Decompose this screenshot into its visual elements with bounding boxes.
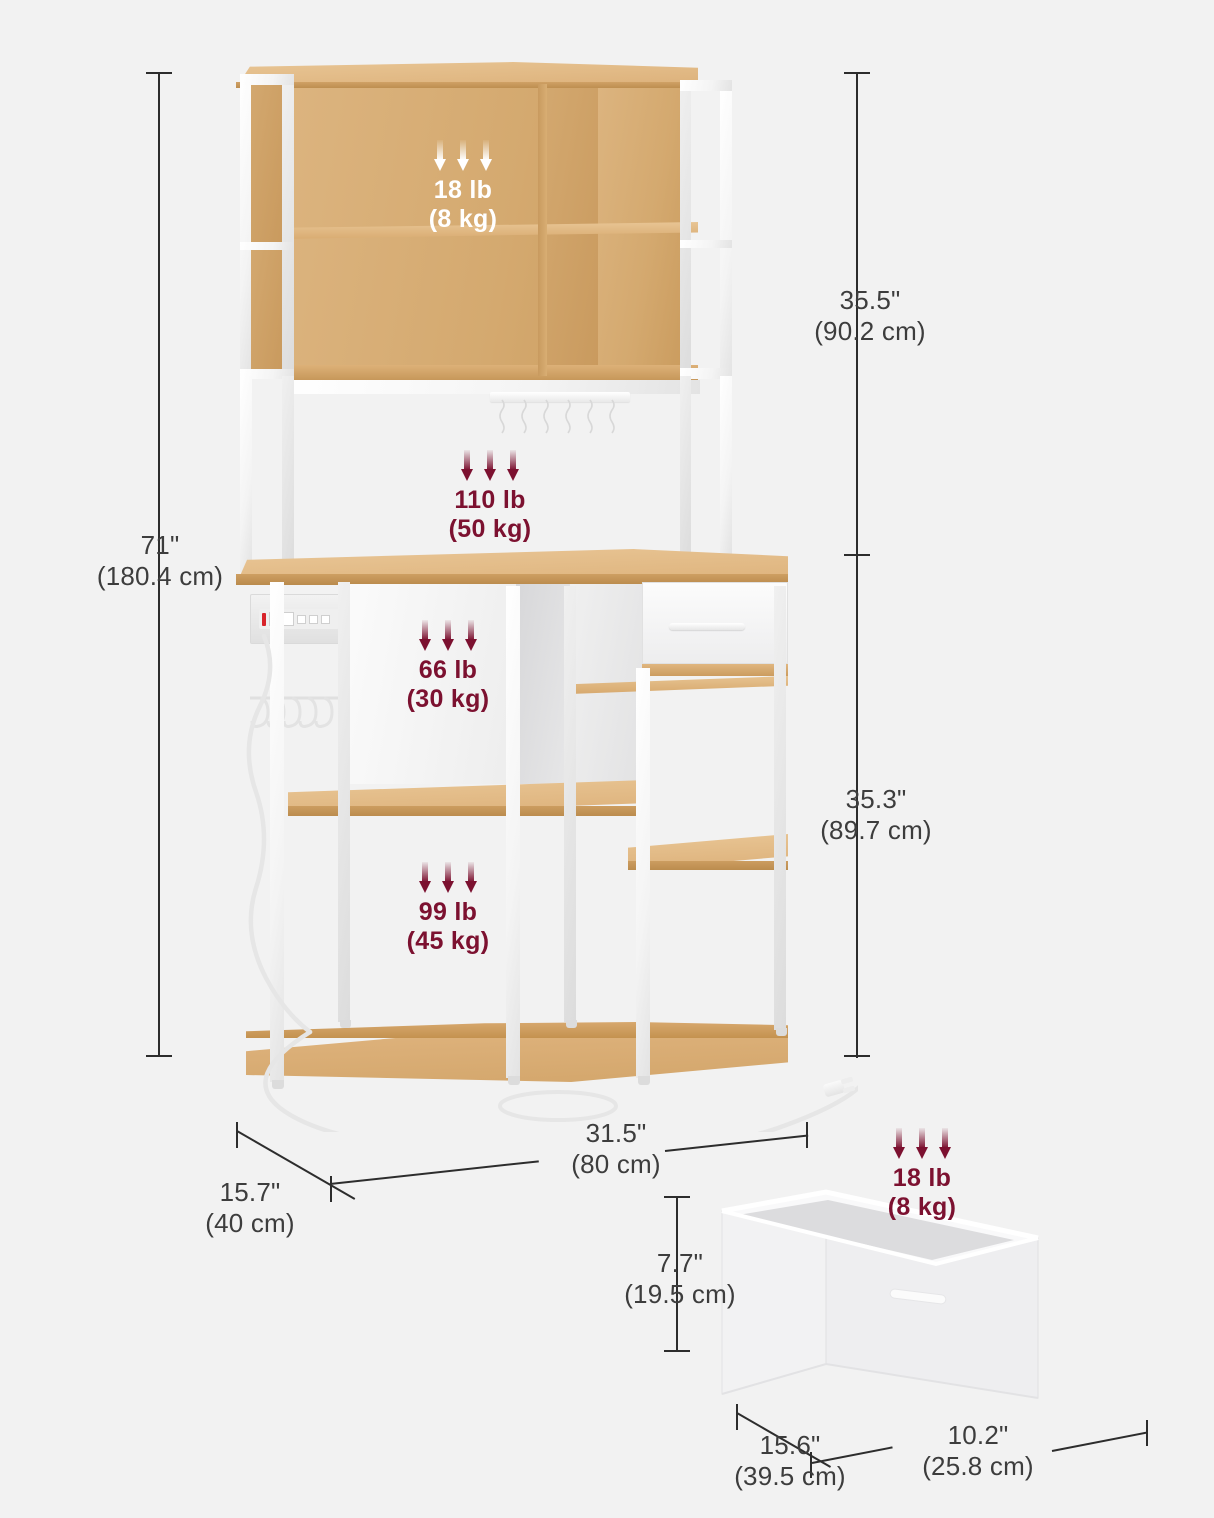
dimension-width-label: 31.5" (80 cm) [516,1118,716,1179]
box-height-imperial: 7.7" [656,1248,704,1278]
load-arrows-red [400,450,580,481]
left-tall-leg [240,376,294,572]
box-capacity-imperial: 18 lb [892,1164,952,1192]
box-capacity-metric: (8 kg) [887,1193,957,1221]
load-value-imperial: 110 lb [454,486,526,514]
hutch-top-board [236,62,698,88]
dimension-base-height-label: 35.3" (89.7 cm) [776,784,976,845]
load-label-middle-shelf: 66 lb (30 kg) [358,620,538,714]
box-height-metric: (19.5 cm) [624,1278,736,1309]
load-value-metric: (50 kg) [448,515,532,543]
base-right-rear-post [774,586,786,1030]
power-strip [250,594,346,644]
box-width-imperial: 10.2" [947,1420,1009,1450]
foot [340,1020,351,1028]
overall-height-imperial: 71" [140,530,180,560]
dimension-box-depth-label: 15.6" (39.5 cm) [700,1430,880,1491]
foot [508,1076,520,1085]
baker-rack-illustration [228,62,867,1160]
width-imperial: 31.5" [585,1118,647,1148]
depth-imperial: 15.7" [219,1177,281,1207]
load-label-hutch-shelf: 18 lb (8 kg) [378,140,548,234]
base-mid-rear-post [564,586,576,1022]
hutch-middle-shelf [284,222,698,239]
side-hooks-rack [246,682,346,748]
base-height-imperial: 35.3" [845,784,907,814]
foot [776,1028,787,1036]
load-label-storage-box: 18 lb (8 kg) [842,1128,1002,1222]
box-depth-metric: (39.5 cm) [734,1460,846,1491]
load-arrows-red [358,620,538,651]
usb-port [321,614,330,624]
base-center-niche [516,584,570,784]
dimension-hutch-height-label: 35.5" (90.2 cm) [770,285,970,346]
base-right-front-post [636,668,650,1078]
load-value-metric: (30 kg) [406,685,490,713]
countertop [236,549,788,585]
fabric-drawer[interactable] [642,582,788,664]
outlet-socket [283,612,294,626]
depth-metric: (40 cm) [205,1207,295,1238]
s-hooks-group [490,398,630,438]
hutch-left-frame-post [240,74,294,379]
load-label-countertop: 110 lb (50 kg) [400,450,580,544]
dimension-depth-label: 15.7" (40 cm) [160,1177,340,1238]
load-value-imperial: 99 lb [418,898,478,926]
storage-box-handle [889,1288,947,1305]
hutch-bottom-board [284,365,698,381]
storage-box-svg [721,1189,1039,1399]
load-value-imperial: 18 lb [433,176,493,204]
hutch-vertical-divider [538,84,547,376]
dimension-box-width-label: 10.2" (25.8 cm) [888,1420,1068,1481]
base-left-front-post [270,582,284,1082]
drawer-handle[interactable] [669,623,745,630]
dimension-overall-height-label: 71" (180.4 cm) [60,530,260,591]
base-mid-front-post [506,586,520,1078]
load-value-metric: (45 kg) [406,927,490,955]
foot [272,1080,284,1089]
load-label-bottom-shelf: 99 lb (45 kg) [358,862,538,956]
power-plug [822,1076,856,1098]
right-upper-shelf [570,676,788,694]
base-left-rear-post [338,582,350,1022]
hutch-under-rail [284,380,700,394]
usb-port [297,614,306,624]
right-tall-leg [680,376,732,561]
foot [566,1020,577,1028]
usb-port [309,614,318,624]
hutch-height-metric: (90.2 cm) [814,315,926,346]
load-arrows-white [378,140,548,171]
load-arrows-red [358,862,538,893]
storage-box-illustration [718,1186,1068,1436]
drawer-bottom-trim [642,664,788,676]
hook-rail [490,392,630,402]
hutch-right-frame-post [680,80,732,380]
load-value-metric: (8 kg) [428,205,498,233]
load-arrows-red [842,1128,1002,1159]
box-width-metric: (25.8 cm) [922,1450,1034,1481]
box-depth-imperial: 15.6" [759,1430,821,1460]
width-metric: (80 cm) [571,1148,661,1179]
dimension-box-height-label: 7.7" (19.5 cm) [590,1248,770,1309]
load-value-imperial: 66 lb [418,656,478,684]
base-left-back-panel [346,584,516,784]
hutch-height-imperial: 35.5" [839,285,901,315]
foot [638,1076,650,1085]
overall-height-metric: (180.4 cm) [96,560,224,591]
right-lower-shelf [628,834,788,870]
power-switch-indicator [262,612,266,626]
base-height-metric: (89.7 cm) [820,814,932,845]
